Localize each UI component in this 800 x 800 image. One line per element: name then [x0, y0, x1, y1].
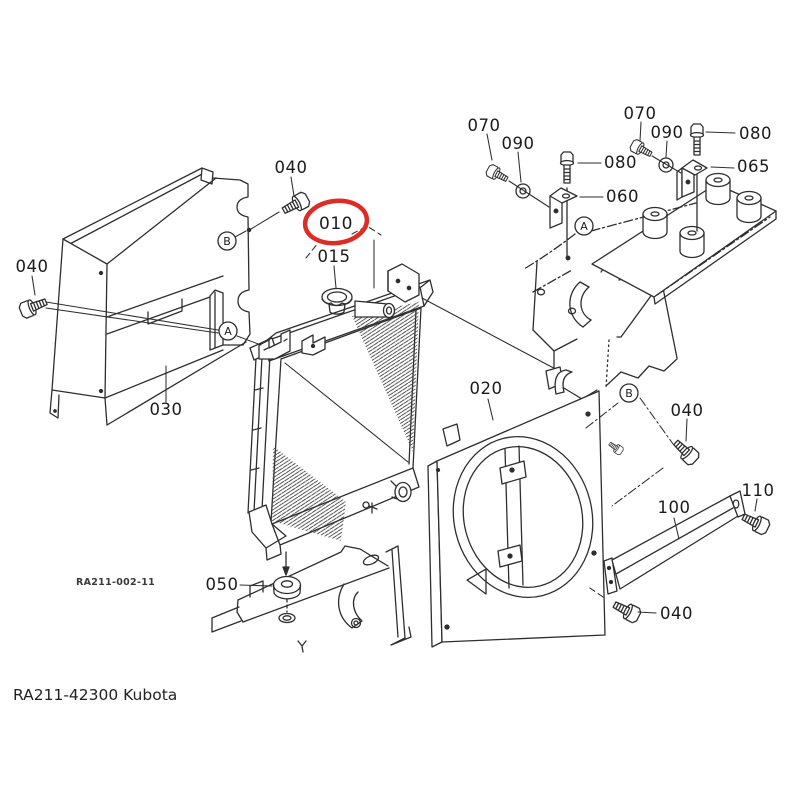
bolt-080: [559, 151, 575, 184]
part-label-090-left: 090: [502, 134, 535, 153]
side-panel-030-drawing: [49, 167, 251, 426]
part-label-080-right: 080: [739, 124, 772, 143]
ref-letter-a2: A: [580, 220, 588, 233]
fan-opening: [452, 436, 594, 598]
part-label-060: 060: [606, 187, 639, 206]
grommet-050-drawing: [272, 575, 302, 624]
rubber-cushion: [705, 172, 731, 206]
part-label-065: 065: [737, 157, 770, 176]
washer-090: [515, 183, 531, 199]
part-label-040-bottom: 040: [660, 604, 693, 623]
leader-lines: [31, 121, 758, 614]
part-label-040-right: 040: [671, 401, 704, 420]
ref-letter-b2: B: [625, 387, 633, 400]
washer-090: [658, 157, 674, 173]
part-label-040-top: 040: [275, 158, 308, 177]
part-label-030: 030: [150, 400, 183, 419]
part-label-100: 100: [658, 498, 691, 517]
drawing-code: RA211-002-11: [76, 577, 155, 588]
bolt-040-left: [17, 293, 50, 320]
part-label-090-right: 090: [651, 123, 684, 142]
bolt-110: [739, 509, 772, 537]
part-label-050: 050: [206, 575, 239, 594]
bracket-060-drawing: [484, 151, 578, 257]
rubber-cushion: [679, 225, 705, 259]
part-label-110: 110: [742, 481, 775, 500]
highlight-circle-010: [302, 198, 370, 246]
part-label-010: 010: [319, 214, 353, 234]
rubber-cushion: [642, 206, 668, 240]
part-label-070-left: 070: [468, 116, 501, 135]
stay-bar-100-drawing: [603, 490, 746, 595]
part-label-040-left: 040: [16, 257, 49, 276]
lower-bracket-drawing: [211, 545, 412, 653]
radiator-cap-drawing: [321, 287, 353, 315]
radiator-drawing: [247, 263, 434, 576]
part-label-020: 020: [470, 379, 503, 398]
part-label-015: 015: [318, 247, 351, 266]
screw-070: [484, 162, 511, 186]
ref-letter-a1: A: [224, 325, 232, 338]
bolt-080: [689, 123, 705, 156]
part-label-080-left: 080: [604, 153, 637, 172]
bolt-040-bottom: [610, 596, 643, 625]
caption: RA211-42300 Kubota: [13, 686, 177, 704]
bracket-065-drawing: [628, 123, 708, 232]
ref-letter-b1: B: [223, 235, 231, 248]
mount-plate-drawing: [523, 172, 777, 305]
part-label-070-right: 070: [624, 104, 657, 123]
rubber-cushion: [736, 190, 762, 224]
part-labels: 040 040 010 015 030 020 050 070 090 080 …: [13, 104, 775, 704]
fan-shroud-drawing: [427, 366, 625, 648]
